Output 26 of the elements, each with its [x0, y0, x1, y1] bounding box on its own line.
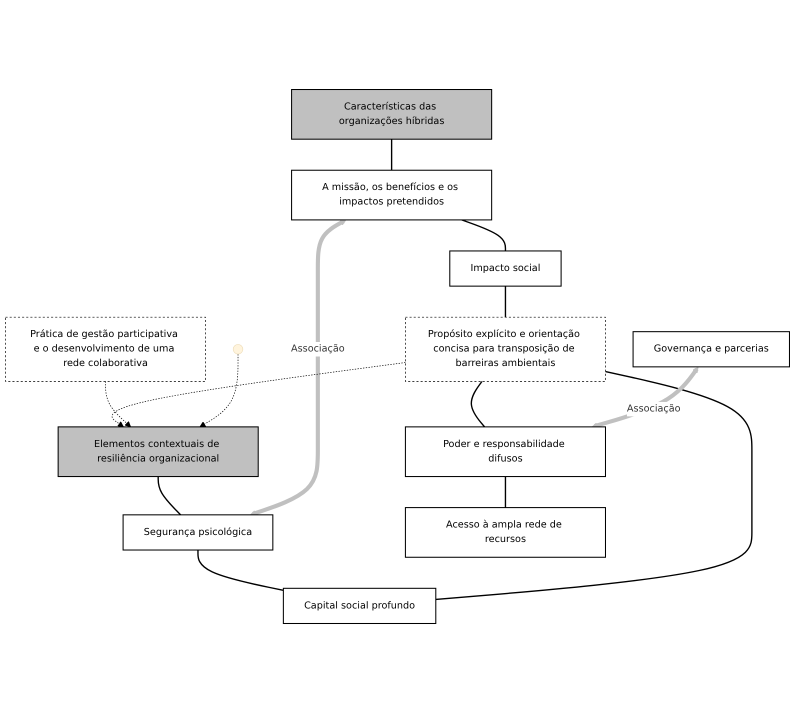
connector [390, 139, 392, 170]
connector [504, 476, 506, 508]
node-box: Governança e parcerias [632, 331, 790, 368]
node-box: Elementos contextuais de resiliência organizacional [58, 426, 259, 478]
connector [197, 550, 284, 591]
arrow [105, 380, 131, 428]
node-box: Características das organizações híbridas [291, 88, 492, 140]
connector [504, 286, 506, 318]
arrow [250, 219, 346, 516]
node-box: Segurança psicológica [122, 514, 274, 551]
node-box: Capital social profundo [282, 588, 436, 624]
node-box: Prática de gestão participativa e o desenvolvimento de uma rede colaborativa [5, 316, 206, 382]
connector [470, 380, 486, 428]
connector [436, 370, 753, 600]
node-box: Impacto social [449, 250, 562, 287]
node-box: Poder e responsabilidade difusos [404, 426, 606, 478]
edge-label: Associação [626, 403, 681, 414]
node-box: Propósito explícito e orientação concisa para transposição de barreiras ambientais [405, 316, 606, 382]
arrow [112, 362, 406, 428]
node-box: Acesso à ampla rede de recursos [404, 507, 606, 558]
arrow [200, 354, 238, 428]
connector [461, 219, 506, 251]
edge-label: Associação [291, 343, 345, 354]
node-box: A missão, os benefícios e os impactos pretendidos [291, 170, 492, 220]
arrow [592, 366, 699, 428]
connector [157, 476, 182, 516]
